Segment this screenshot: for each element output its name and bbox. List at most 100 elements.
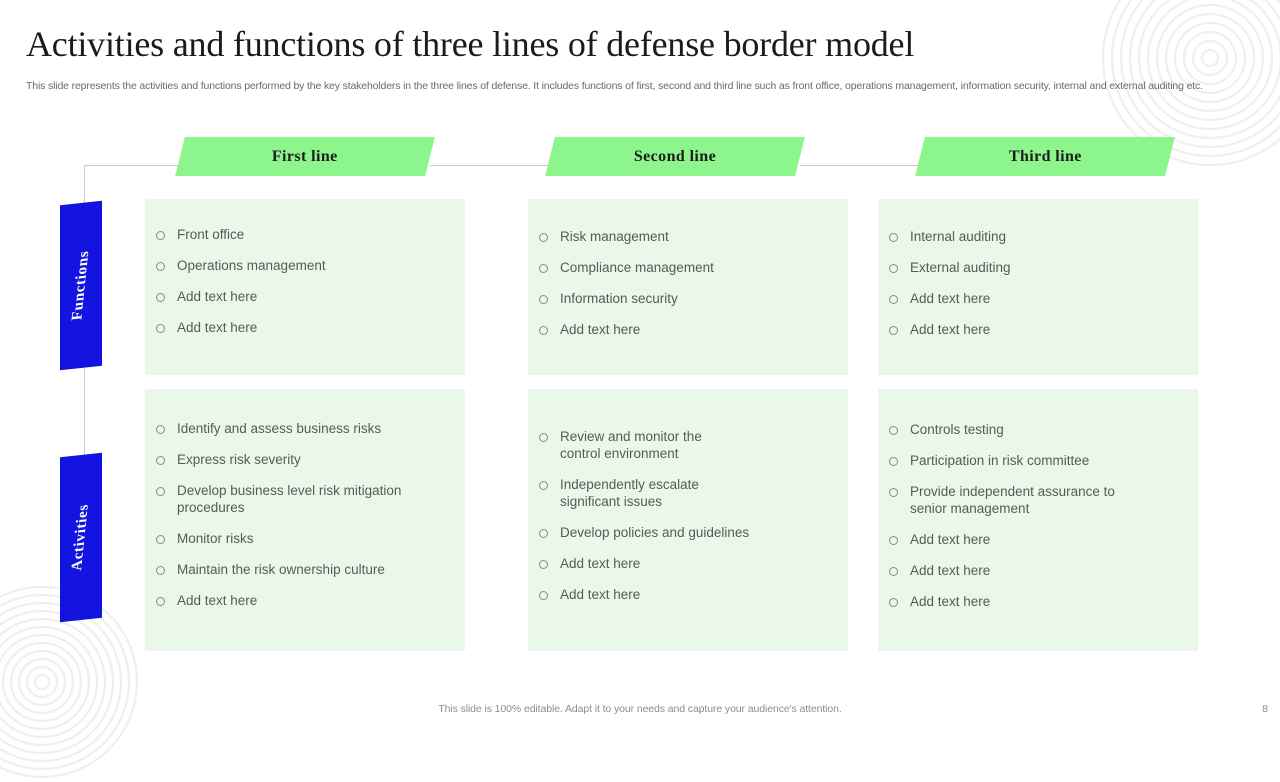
list-item-label: Add text here — [177, 289, 258, 304]
circle-bullet-icon — [889, 264, 898, 273]
list-item[interactable]: Develop policies and guidelines — [539, 524, 839, 541]
list-item-label: Front office — [177, 227, 245, 242]
list-item-label: Express risk severity — [177, 452, 301, 467]
circle-bullet-icon — [156, 293, 165, 302]
circle-bullet-icon — [539, 264, 548, 273]
circle-bullet-icon — [889, 598, 898, 607]
content-capsule-activities-third — [878, 389, 1198, 651]
list-item[interactable]: Information security — [539, 290, 839, 307]
circle-bullet-icon — [156, 324, 165, 333]
circle-bullet-icon — [889, 567, 898, 576]
column-banner-first[interactable]: First line — [175, 137, 435, 176]
list-item[interactable]: Develop business level risk mitigation p… — [156, 482, 456, 516]
capsule-body — [528, 389, 718, 651]
connector-line-1-2 — [430, 165, 552, 166]
list-item[interactable]: Add text here — [889, 531, 1189, 548]
column-banner-label: Second line — [633, 147, 717, 165]
list-item[interactable]: External auditing — [889, 259, 1189, 276]
list-item-label: Develop business level risk mitigation p… — [177, 483, 402, 515]
list-item[interactable]: Front office — [156, 226, 456, 243]
list-item-label: Participation in risk committee — [910, 453, 1090, 468]
circle-bullet-icon — [156, 566, 165, 575]
list-item[interactable]: Risk management — [539, 228, 839, 245]
list-item-label: Add text here — [560, 322, 641, 337]
circle-bullet-icon — [156, 425, 165, 434]
list-item[interactable]: Add text here — [156, 592, 456, 609]
circle-bullet-icon — [156, 262, 165, 271]
column-banner-second[interactable]: Second line — [545, 137, 805, 176]
list-item[interactable]: Internal auditing — [889, 228, 1189, 245]
page-number: 8 — [1262, 703, 1268, 715]
circle-bullet-icon — [539, 433, 548, 442]
page-subtitle: This slide represents the activities and… — [26, 80, 1203, 92]
bullet-list-functions-second: Risk management Compliance management In… — [539, 228, 839, 338]
list-item[interactable]: Add text here — [539, 321, 839, 338]
circle-bullet-icon — [539, 591, 548, 600]
list-item-label: Add text here — [177, 593, 258, 608]
content-capsule-activities-second — [528, 389, 848, 651]
list-item[interactable]: Review and monitor the control environme… — [539, 428, 839, 462]
list-item[interactable]: Add text here — [889, 321, 1189, 338]
bullet-list-activities-second: Review and monitor the control environme… — [539, 428, 839, 603]
circle-bullet-icon — [889, 426, 898, 435]
content-capsule-functions-third — [878, 199, 1198, 375]
list-item[interactable]: Add text here — [539, 555, 839, 572]
list-item[interactable]: Add text here — [539, 586, 839, 603]
list-item-label: Provide independent assurance to senior … — [910, 484, 1115, 516]
circle-bullet-icon — [539, 326, 548, 335]
circle-bullet-icon — [889, 326, 898, 335]
content-capsule-functions-first — [145, 199, 465, 375]
list-item[interactable]: Monitor risks — [156, 530, 456, 547]
list-item-label: Information security — [560, 291, 678, 306]
list-item-label: Develop policies and guidelines — [560, 525, 750, 540]
list-item-label: Add text here — [560, 556, 641, 571]
column-banner-third[interactable]: Third line — [915, 137, 1175, 176]
list-item[interactable]: Maintain the risk ownership culture — [156, 561, 456, 578]
list-item-label: Add text here — [910, 594, 991, 609]
list-item-label: Add text here — [910, 291, 991, 306]
footer-note: This slide is 100% editable. Adapt it to… — [438, 703, 842, 715]
list-item[interactable]: Add text here — [889, 562, 1189, 579]
circle-bullet-icon — [889, 233, 898, 242]
list-item[interactable]: Add text here — [889, 290, 1189, 307]
column-banner-label: First line — [272, 147, 338, 165]
capsule-body — [878, 199, 1110, 375]
row-tab-activities[interactable]: Activities — [60, 452, 102, 623]
circle-bullet-icon — [889, 488, 898, 497]
list-item-label: Compliance management — [560, 260, 714, 275]
bullet-list-functions-third: Internal auditing External auditing Add … — [889, 228, 1189, 338]
circle-bullet-icon — [156, 597, 165, 606]
capsule-body — [145, 199, 377, 375]
list-item[interactable]: Identify and assess business risks — [156, 420, 456, 437]
circle-bullet-icon — [156, 456, 165, 465]
row-tab-label: Activities — [69, 503, 92, 572]
list-item[interactable]: Controls testing — [889, 421, 1189, 438]
list-item-label: Maintain the risk ownership culture — [177, 562, 385, 577]
list-item-label: Internal auditing — [910, 229, 1007, 244]
list-item[interactable]: Add text here — [889, 593, 1189, 610]
capsule-body — [528, 199, 760, 375]
circle-bullet-icon — [539, 295, 548, 304]
capsule-body — [878, 389, 1068, 651]
list-item[interactable]: Operations management — [156, 257, 456, 274]
list-item-label: Controls testing — [910, 422, 1004, 437]
row-tab-functions[interactable]: Functions — [60, 200, 102, 371]
circle-bullet-icon — [539, 233, 548, 242]
bullet-list-functions-first: Front office Operations management Add t… — [156, 226, 456, 336]
circle-bullet-icon — [156, 535, 165, 544]
bullet-list-activities-third: Controls testing Participation in risk c… — [889, 421, 1189, 610]
connector-line-2-3 — [800, 165, 922, 166]
list-item[interactable]: Express risk severity — [156, 451, 456, 468]
list-item[interactable]: Independently escalate significant issue… — [539, 476, 839, 510]
list-item-label: Add text here — [910, 532, 991, 547]
list-item[interactable]: Participation in risk committee — [889, 452, 1189, 469]
circle-bullet-icon — [539, 529, 548, 538]
list-item[interactable]: Add text here — [156, 319, 456, 336]
list-item[interactable]: Provide independent assurance to senior … — [889, 483, 1189, 517]
list-item[interactable]: Add text here — [156, 288, 456, 305]
list-item[interactable]: Compliance management — [539, 259, 839, 276]
circle-bullet-icon — [539, 560, 548, 569]
content-capsule-activities-first — [145, 389, 465, 651]
list-item-label: Add text here — [910, 563, 991, 578]
connector-line-left — [84, 165, 180, 166]
